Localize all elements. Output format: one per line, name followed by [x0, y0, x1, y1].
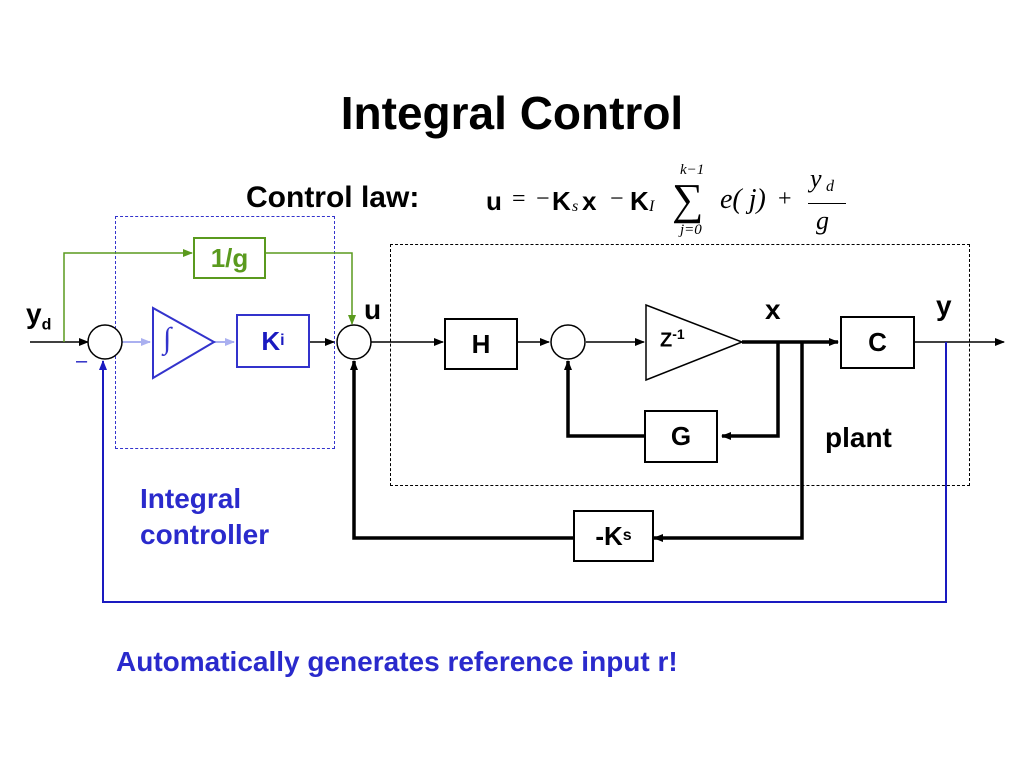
eq-x: x	[582, 186, 597, 216]
integrator-symbol: ∫	[163, 322, 172, 355]
plant-label: plant	[825, 422, 892, 453]
g-label: G	[670, 421, 692, 451]
eq-ej: e( j)	[720, 184, 766, 215]
yd-text: y	[26, 298, 42, 329]
eq-Ks: K	[552, 186, 571, 216]
yd-label: yd	[26, 298, 51, 335]
ks-sub: s	[622, 527, 632, 544]
bottom-note: Automatically generates reference input …	[116, 646, 678, 677]
x-label: x	[765, 294, 781, 325]
wire-g-to-sum3	[564, 360, 644, 438]
z-sup: -1	[672, 326, 685, 342]
integrator-triangle	[152, 306, 217, 380]
eq-sum-upper: k−1	[680, 162, 705, 178]
ks-label: -K	[595, 520, 623, 551]
eq-frac-num-sub: d	[826, 178, 834, 195]
wire-x-to-g	[721, 342, 780, 440]
summing-junction-3	[550, 324, 586, 360]
h-block: H	[444, 318, 518, 370]
ki-label: K	[261, 325, 281, 356]
eq-equals: =	[512, 186, 526, 212]
integral-controller-line2: controller	[140, 519, 270, 550]
eq-sum-lower: j=0	[680, 222, 702, 238]
integral-controller-note: Integral controller	[140, 481, 269, 553]
yd-sub: d	[41, 316, 52, 334]
inv-g-label: 1/g	[210, 242, 249, 273]
plant-region	[390, 244, 970, 486]
c-label: C	[868, 327, 887, 357]
wire-ff-to-inv-g	[63, 249, 193, 342]
eq-Ks-sub: s	[572, 198, 579, 215]
eq-u: u	[486, 186, 502, 216]
integral-controller-line1: Integral	[140, 483, 242, 514]
summing-junction-u	[336, 324, 372, 360]
control-law-label: Control law:	[246, 181, 420, 214]
eq-neg: −	[536, 186, 550, 212]
u-label: u	[364, 294, 382, 325]
control-law-equation: u = − K s x − K I k−1 ∑ j=0 e( j) + y d …	[486, 162, 856, 242]
eq-plus: +	[778, 186, 792, 212]
eq-KI: K	[630, 186, 649, 216]
z-label: Z	[660, 329, 673, 352]
delay-triangle	[645, 303, 745, 382]
ki-sub: i	[280, 332, 285, 349]
g-block: G	[644, 410, 718, 463]
h-label: H	[471, 328, 491, 359]
eq-KI-sub: I	[649, 198, 655, 215]
inv-g-block: 1/g	[193, 237, 266, 279]
slide-title: Integral Control	[340, 87, 684, 139]
eq-frac-num: y	[810, 164, 822, 193]
summing-junction-1	[87, 324, 123, 360]
z-inverse-label: Z-1	[660, 326, 685, 353]
eq-sum-sign: ∑	[672, 175, 704, 224]
minus-sign: –	[76, 350, 88, 372]
wire-x-to-ks	[653, 342, 804, 542]
y-label: y	[936, 290, 952, 321]
wire-inv-g-to-sum	[266, 252, 356, 325]
eq-frac-bar	[808, 203, 846, 204]
eq-minus: −	[610, 186, 624, 212]
eq-frac-den: g	[816, 206, 829, 235]
wire-ks-to-sum-u	[350, 360, 574, 540]
wire-y-to-sum1	[99, 342, 947, 603]
c-block: C	[840, 316, 915, 369]
